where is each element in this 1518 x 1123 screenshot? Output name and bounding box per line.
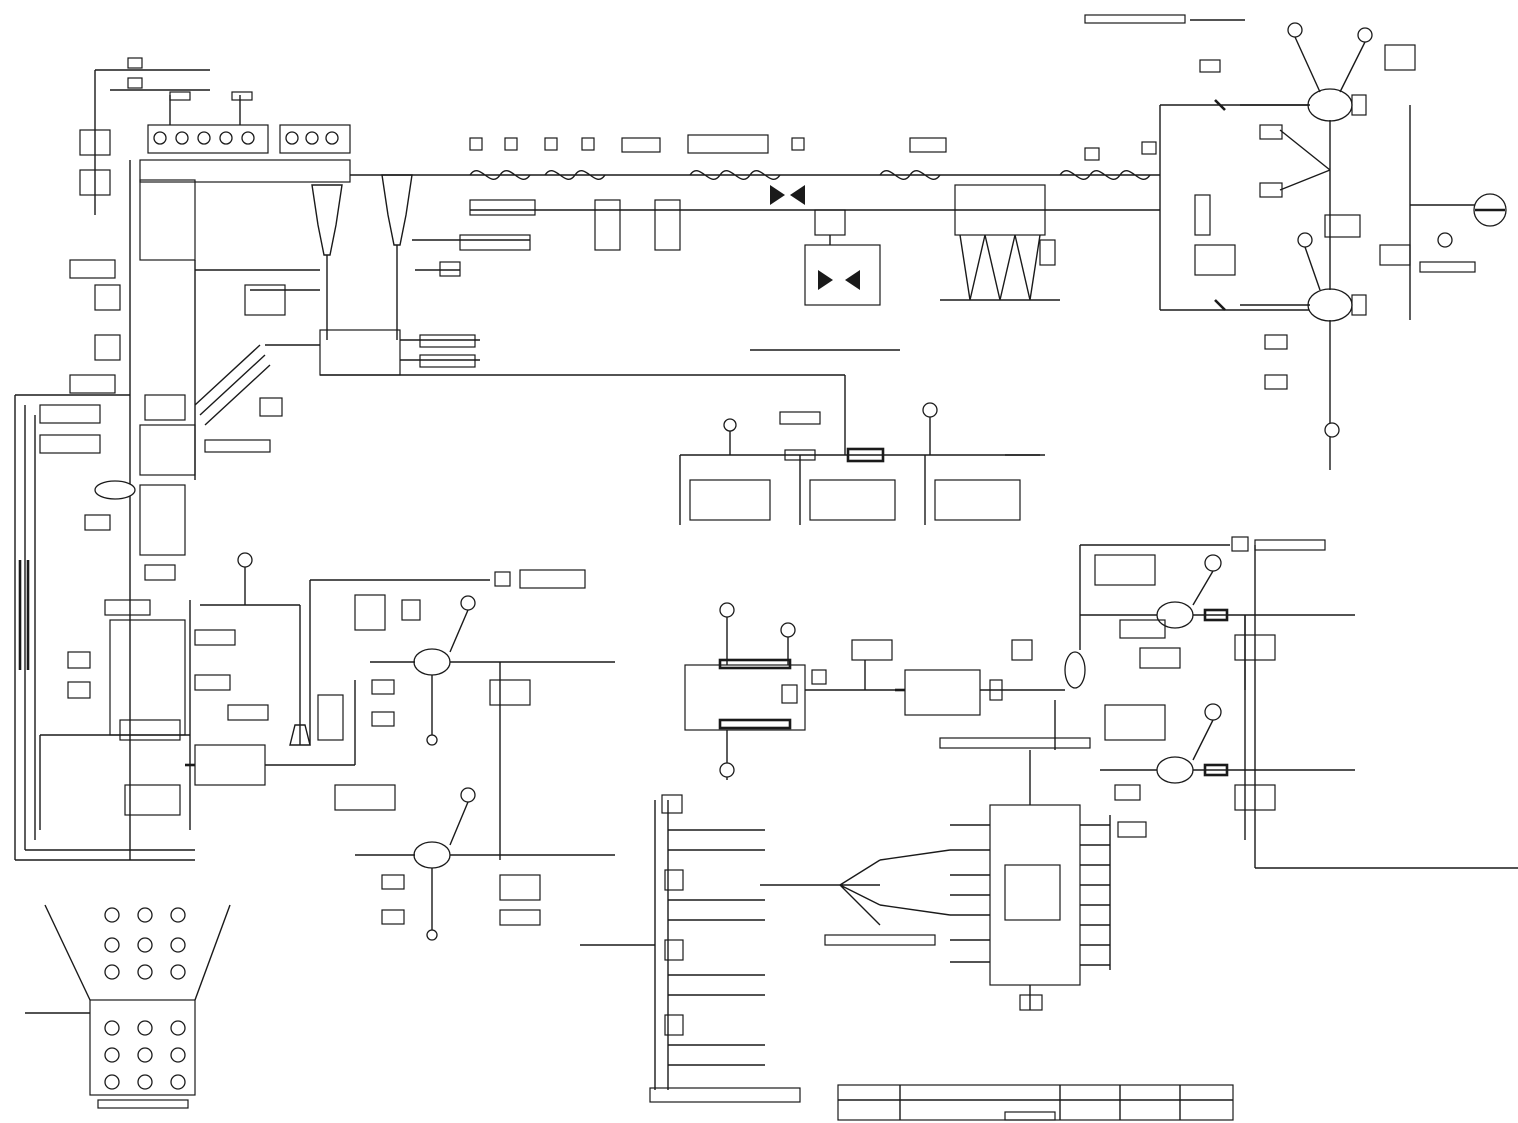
cabinet-left-terminals [950, 824, 990, 963]
bottom-left-hopper [25, 904, 231, 1109]
center-left-pump-area [39, 552, 615, 941]
pump-right-lower [1156, 756, 1194, 784]
tank-lower-left [109, 619, 186, 736]
control-tank [684, 664, 806, 731]
top-right-turbine-section [1084, 14, 1507, 470]
pump-skid [804, 244, 881, 306]
mill-unit [139, 424, 196, 476]
left-vertical-stack [14, 160, 320, 861]
motor-center [904, 669, 981, 716]
top-instrument-tags [469, 134, 1157, 161]
middle-distribution-row [679, 402, 1045, 525]
turbine-lower [1307, 288, 1353, 322]
cyclone-2 [381, 174, 413, 246]
top-process-line [320, 134, 1160, 455]
center-motor-line [684, 536, 1326, 805]
turbine-upper [1307, 88, 1353, 122]
right-pump-pair [1080, 545, 1518, 869]
control-cabinet [989, 804, 1081, 986]
instrument-bubble-row-left [147, 124, 351, 154]
bottom-control-panel [760, 804, 1111, 1011]
cyclone-1 [311, 184, 343, 256]
top-left-feed-section [79, 57, 530, 376]
bottom-center-motor-bank [580, 794, 801, 1103]
feed-vessel [139, 179, 196, 261]
motor-left [194, 744, 266, 786]
pump-lower [413, 841, 451, 869]
pump-right-upper [1156, 601, 1194, 629]
title-block [837, 1084, 1234, 1121]
cabinet-right-terminals [1080, 815, 1111, 970]
pump-upper [413, 648, 451, 676]
heat-exchanger [954, 184, 1046, 236]
